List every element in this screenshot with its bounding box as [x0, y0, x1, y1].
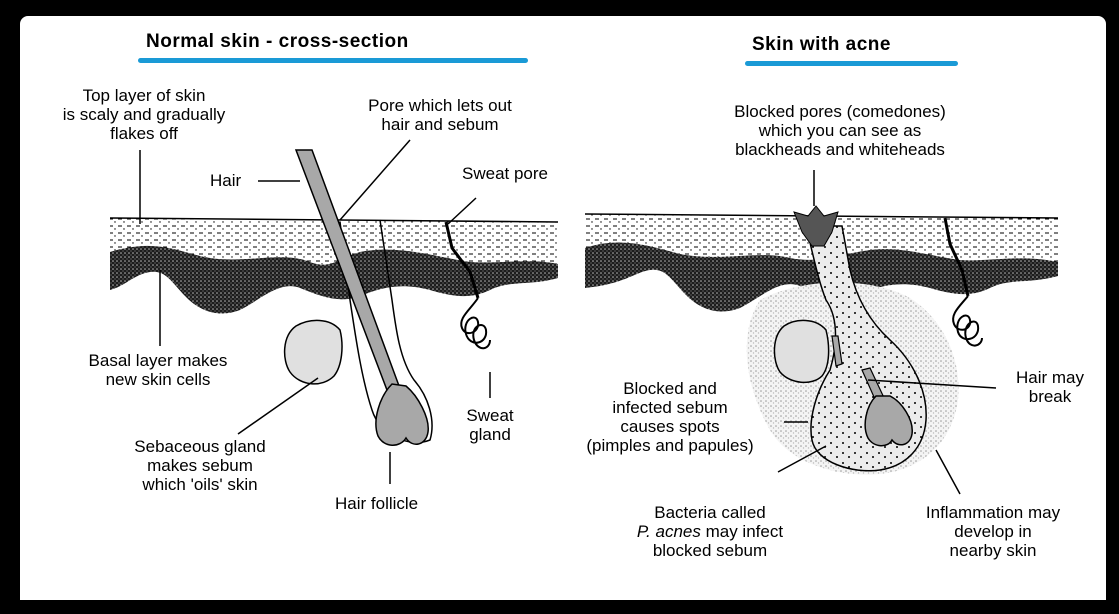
acne-sweat-gland — [953, 296, 982, 346]
acne-sebaceous-gland — [774, 320, 828, 382]
acne-skin-title: Skin with acne — [752, 34, 891, 56]
label-sebaceous-gland: Sebaceous gland makes sebum which 'oils'… — [90, 437, 310, 494]
label-basal-layer: Basal layer makes new skin cells — [38, 351, 278, 389]
label-sweat-gland: Sweat gland — [455, 406, 525, 444]
sweat-gland — [461, 298, 490, 348]
label-inflammation: Inflammation may develop in nearby skin — [888, 503, 1098, 560]
label-sweat-pore: Sweat pore — [462, 164, 548, 183]
bacteria-name: P. acnes — [637, 522, 701, 541]
sebaceous-gland — [285, 320, 342, 383]
acne-skin-title-underline — [745, 61, 958, 66]
label-hair: Hair — [210, 171, 241, 190]
label-blocked-pores: Blocked pores (comedones) which you can … — [680, 102, 1000, 159]
label-top-layer: Top layer of skin is scaly and gradually… — [24, 86, 264, 143]
label-hair-may-break: Hair may break — [1000, 368, 1100, 406]
label-bacteria: Bacteria called P. acnes may infect bloc… — [600, 503, 820, 560]
label-pore: Pore which lets out hair and sebum — [320, 96, 560, 134]
normal-skin-title-underline — [138, 58, 528, 63]
label-blocked-infected-sebum: Blocked and infected sebum causes spots … — [570, 379, 770, 455]
label-hair-follicle: Hair follicle — [335, 494, 418, 513]
normal-skin-title: Normal skin - cross-section — [146, 31, 409, 53]
hair-bulb — [376, 384, 428, 445]
